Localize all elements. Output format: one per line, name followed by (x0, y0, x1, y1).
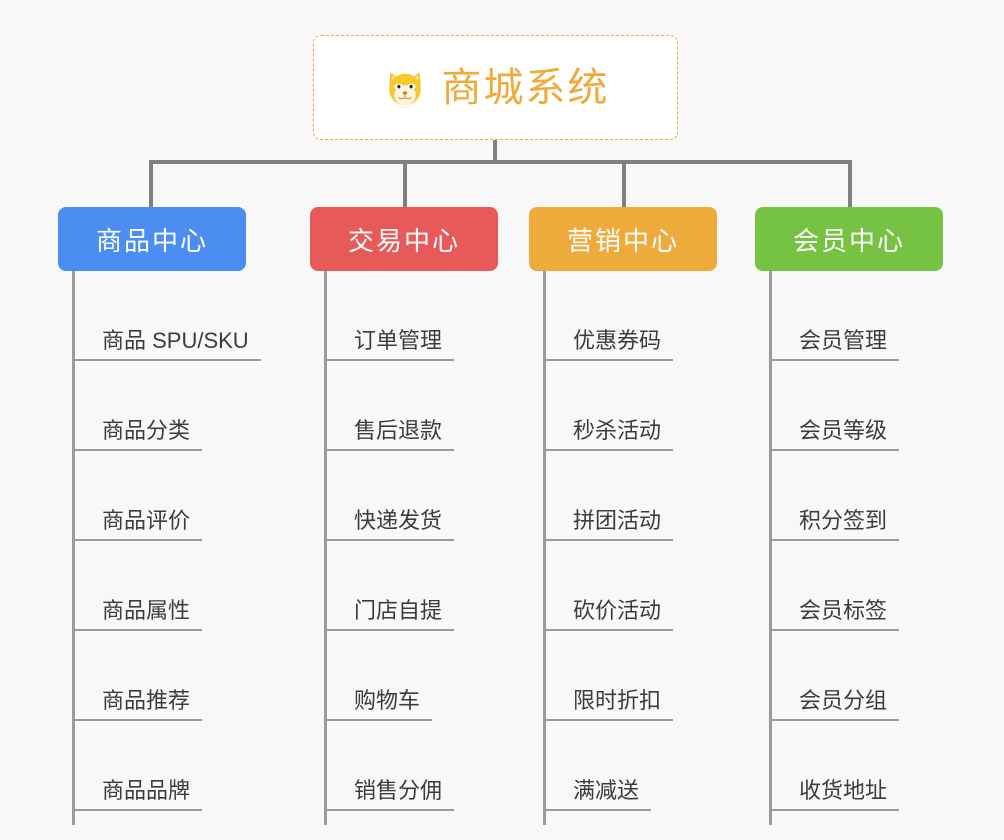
leaf-item[interactable]: 满减送 (543, 721, 729, 811)
leaf-item[interactable]: 快递发货 (324, 451, 510, 541)
leaf-item-label: 商品分类 (72, 418, 203, 451)
category-header-label: 商品中心 (95, 225, 208, 256)
column-rail (72, 271, 75, 825)
leaf-item-label: 订单管理 (324, 328, 455, 361)
leaf-item-label: 会员分组 (769, 688, 900, 721)
leaf-item[interactable]: 收货地址 (769, 721, 955, 811)
leaf-item[interactable]: 限时折扣 (543, 631, 729, 721)
leaf-item-label: 会员标签 (769, 598, 900, 631)
leaf-item[interactable]: 销售分佣 (324, 721, 510, 811)
leaf-column-member: 会员管理 会员等级 积分签到 会员标签 会员分组 收货地址 (755, 271, 955, 825)
category-header-label: 营销中心 (566, 225, 679, 256)
connector-drop-1 (149, 160, 153, 207)
leaf-item[interactable]: 门店自提 (324, 541, 510, 631)
leaf-item[interactable]: 商品品牌 (72, 721, 258, 811)
leaf-item-label: 秒杀活动 (543, 418, 674, 451)
category-header-label: 交易中心 (347, 225, 460, 256)
leaf-item-label: 收货地址 (769, 778, 900, 811)
category-header-member[interactable]: 会员中心 (755, 207, 943, 271)
leaf-column-trade: 订单管理 售后退款 快递发货 门店自提 购物车 销售分佣 (310, 271, 510, 825)
leaf-item-label: 优惠券码 (543, 328, 674, 361)
connector-horizontal-bus (149, 160, 852, 164)
leaf-item[interactable]: 商品推荐 (72, 631, 258, 721)
root-node-title: 商城系统 (441, 65, 610, 110)
category-header-trade[interactable]: 交易中心 (310, 207, 498, 271)
leaf-item-label: 会员管理 (769, 328, 900, 361)
connector-root-vertical (493, 140, 497, 162)
leaf-item-label: 砍价活动 (543, 598, 674, 631)
leaf-item[interactable]: 购物车 (324, 631, 510, 721)
leaf-item[interactable]: 会员标签 (769, 541, 955, 631)
leaf-item-label: 销售分佣 (324, 778, 455, 811)
column-rail (543, 271, 546, 825)
leaf-item-label: 门店自提 (324, 598, 455, 631)
leaf-item[interactable]: 拼团活动 (543, 451, 729, 541)
leaf-item-label: 商品 SPU/SKU (72, 328, 261, 361)
leaf-item[interactable]: 砍价活动 (543, 541, 729, 631)
leaf-item[interactable]: 会员分组 (769, 631, 955, 721)
shiba-dog-icon (382, 65, 428, 111)
leaf-item-label: 商品评价 (72, 508, 203, 541)
root-node-mall-system[interactable]: 商城系统 (313, 35, 678, 140)
category-header-label: 会员中心 (792, 225, 905, 256)
leaf-column-marketing: 优惠券码 秒杀活动 拼团活动 砍价活动 限时折扣 满减送 (529, 271, 729, 825)
leaf-item-label: 购物车 (324, 688, 433, 721)
leaf-item[interactable]: 商品分类 (72, 361, 258, 451)
leaf-item-label: 拼团活动 (543, 508, 674, 541)
leaf-item-label: 商品属性 (72, 598, 203, 631)
category-header-product[interactable]: 商品中心 (58, 207, 246, 271)
leaf-item-label: 商品品牌 (72, 778, 203, 811)
leaf-column-product: 商品 SPU/SKU 商品分类 商品评价 商品属性 商品推荐 商品品牌 (58, 271, 261, 825)
column-rail (324, 271, 327, 825)
column-rail (769, 271, 772, 825)
leaf-item[interactable]: 售后退款 (324, 361, 510, 451)
leaf-item-label: 会员等级 (769, 418, 900, 451)
leaf-item[interactable]: 秒杀活动 (543, 361, 729, 451)
connector-drop-4 (848, 160, 852, 207)
leaf-item-label: 快递发货 (324, 508, 455, 541)
leaf-item[interactable]: 订单管理 (324, 271, 510, 361)
leaf-item-label: 满减送 (543, 778, 652, 811)
leaf-item[interactable]: 商品评价 (72, 451, 258, 541)
connector-drop-3 (622, 160, 626, 207)
leaf-item[interactable]: 商品属性 (72, 541, 258, 631)
leaf-item[interactable]: 会员管理 (769, 271, 955, 361)
leaf-item[interactable]: 会员等级 (769, 361, 955, 451)
leaf-item[interactable]: 商品 SPU/SKU (72, 271, 261, 361)
connector-drop-2 (403, 160, 407, 207)
leaf-item[interactable]: 积分签到 (769, 451, 955, 541)
leaf-item-label: 商品推荐 (72, 688, 203, 721)
leaf-item[interactable]: 优惠券码 (543, 271, 729, 361)
leaf-item-label: 积分签到 (769, 508, 900, 541)
leaf-item-label: 售后退款 (324, 418, 455, 451)
leaf-item-label: 限时折扣 (543, 688, 674, 721)
category-header-marketing[interactable]: 营销中心 (529, 207, 717, 271)
